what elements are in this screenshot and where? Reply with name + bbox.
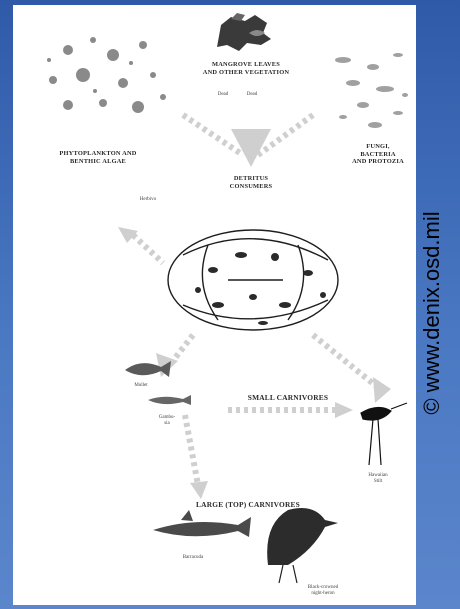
flow-arrows (130, 112, 383, 486)
night-heron-bird (267, 507, 338, 584)
label-fungi-bacteria: FUNGI, BACTERIA AND PROTOZIA (352, 143, 404, 165)
credit-text: © www.denix.osd.mil (419, 210, 444, 415)
label-night-heron: Black-crowned night-heron (307, 585, 339, 596)
label-herbivore: Herbivo (139, 197, 157, 202)
gambusia-fish (148, 395, 191, 405)
label-mullet: Mullet (134, 383, 148, 388)
barracuda-fish (153, 510, 251, 537)
label-hawaiian-stilt: Hawaiian Stilt (368, 473, 388, 484)
mangrove-leaves-illustration (217, 13, 271, 51)
food-web-panel: MANGROVE LEAVES AND OTHER VEGETATION Dea… (13, 5, 416, 605)
fungi-bacteria-illustration (335, 53, 408, 128)
label-barracuda: Barracuda (182, 555, 204, 560)
label-gambusia: Gambu- sia (158, 415, 176, 426)
label-mangrove-leaves: MANGROVE LEAVES AND OTHER VEGETATION (202, 61, 290, 76)
arrow-heads (118, 129, 391, 499)
copyright-credit: © www.denix.osd.mil (409, 20, 455, 605)
hawaiian-stilt-bird (360, 402, 408, 466)
label-large-carnivores: LARGE (TOP) CARNIVORES (196, 500, 300, 509)
mullet-fish (125, 361, 171, 377)
label-small-carnivores: SMALL CARNIVORES (247, 393, 329, 402)
label-phytoplankton: PHYTOPLANKTON AND BENTHIC ALGAE (59, 150, 137, 165)
label-dead-left: Dead (217, 92, 229, 97)
label-detritus-consumers: DETRITUS CONSUMERS (229, 175, 273, 190)
food-web-illustration (47, 13, 408, 584)
detritus-consumers-web (167, 229, 339, 331)
detritus-organisms (195, 252, 326, 325)
label-dead-right: Dead (246, 92, 258, 97)
phytoplankton-illustration (47, 37, 166, 113)
